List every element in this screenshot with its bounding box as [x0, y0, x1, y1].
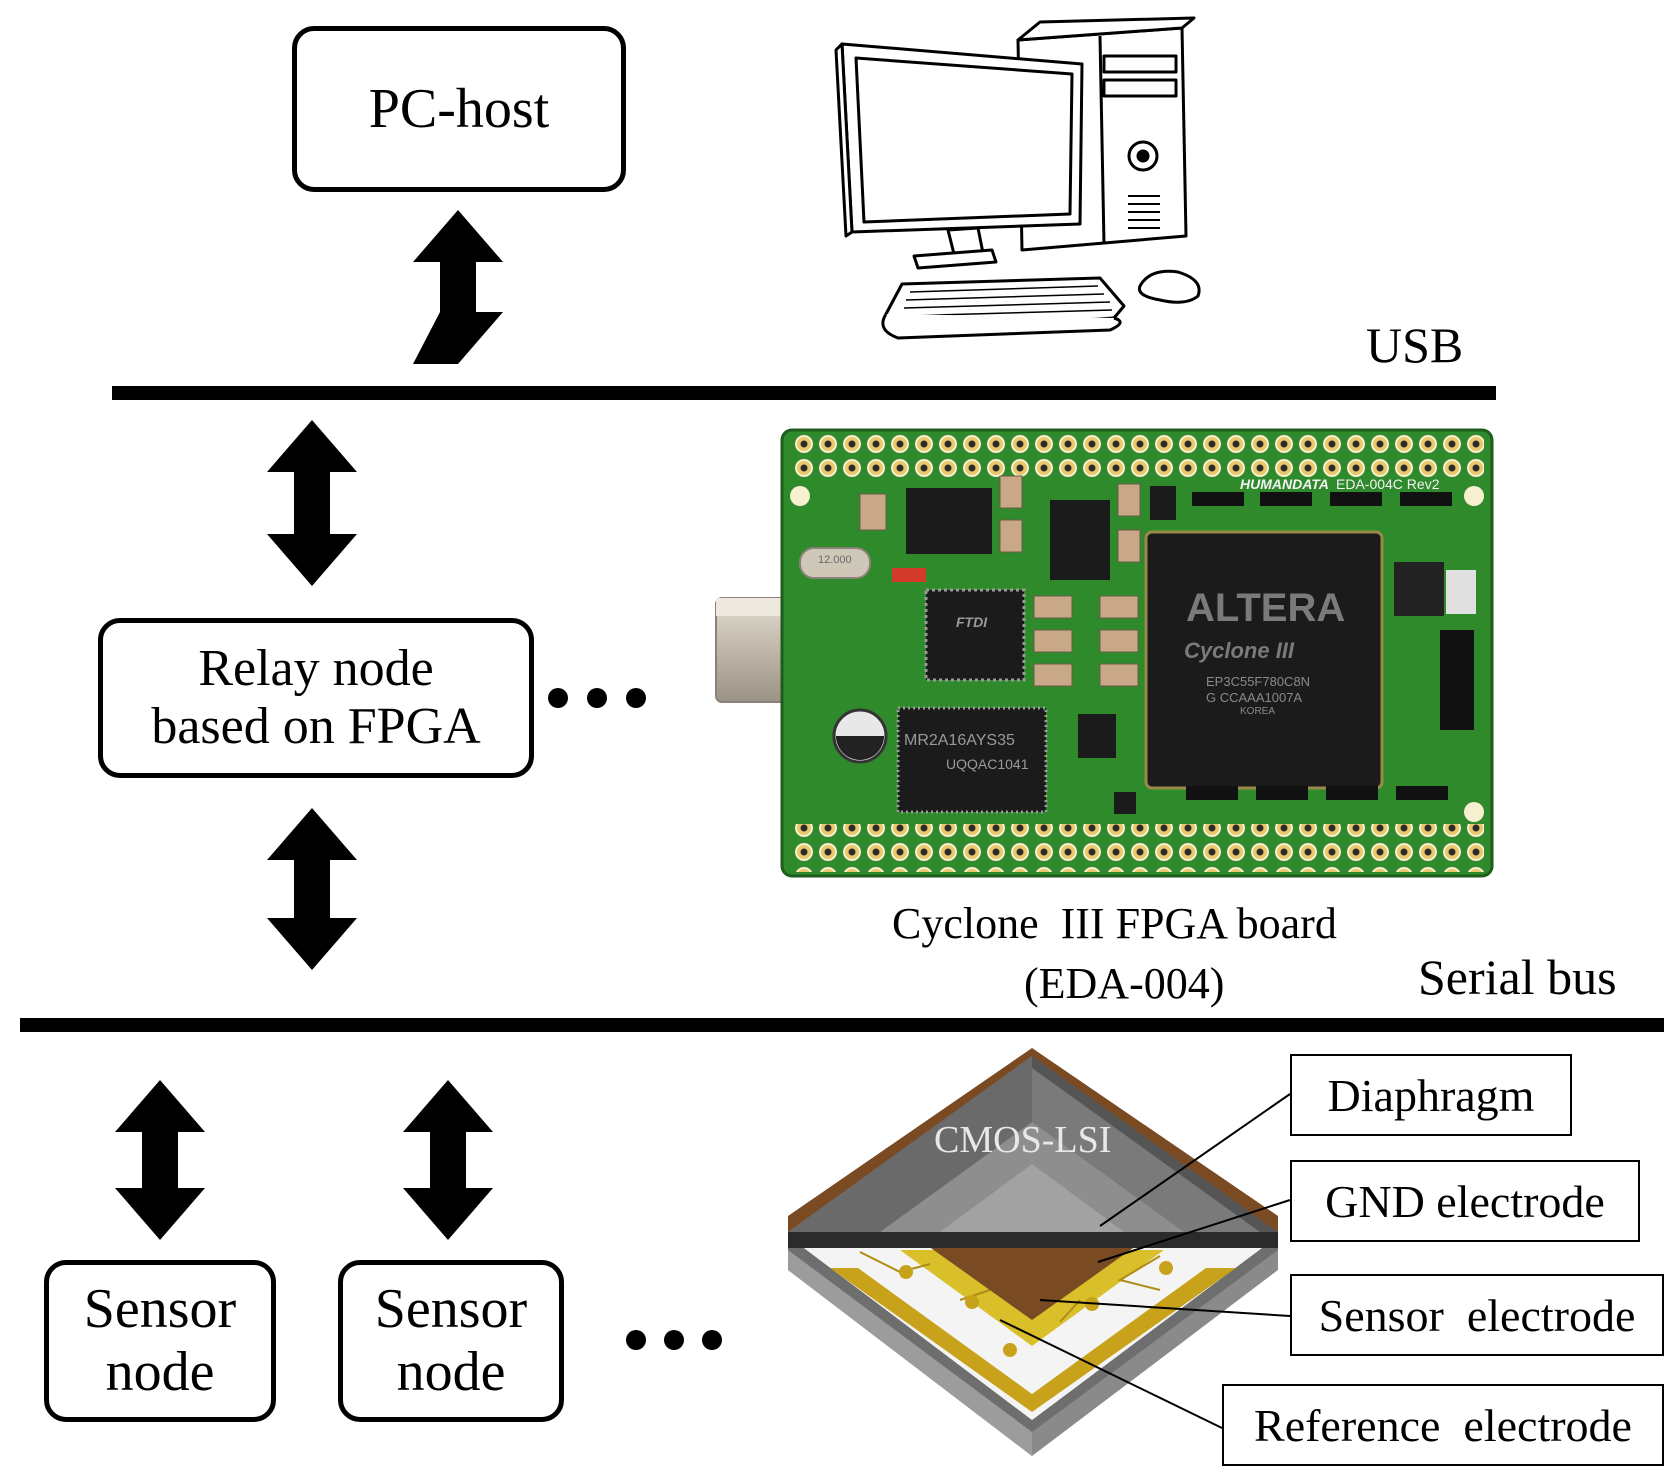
fpga-chip-part: EP3C55F780C8N — [1206, 674, 1311, 689]
sensor-ellipsis-dots — [626, 1330, 722, 1350]
relay-node-box: Relay node based on FPGA — [98, 618, 534, 778]
arrow-serial-sensor-2 — [403, 1080, 493, 1240]
diaphragm-callout: Diaphragm — [1290, 1054, 1572, 1136]
arrow-relay-serial — [267, 808, 357, 970]
arrow-usb-relay — [267, 420, 357, 586]
pc-illustration — [834, 16, 1201, 340]
sensor-node-box-1: Sensor node — [44, 1260, 276, 1422]
usb-label: USB — [1366, 317, 1464, 373]
gnd-electrode-callout: GND electrode — [1290, 1160, 1640, 1242]
pcb-model-text: EDA-004C Rev2 — [1336, 476, 1440, 492]
pc-host-box: PC-host — [292, 26, 626, 192]
relay-ellipsis-dots — [548, 688, 646, 708]
fpga-chip-origin: KOREA — [1240, 706, 1276, 717]
arrow-pc-usb — [413, 210, 503, 364]
serial-bus-label: Serial bus — [1418, 949, 1617, 1005]
relay-node-line1: Relay node — [198, 639, 434, 697]
ftdi-chip-label: FTDI — [956, 614, 988, 630]
usb-bus-line — [112, 386, 1496, 400]
sensor-node-box-2: Sensor node — [338, 1260, 564, 1422]
relay-node-line2: based on FPGA — [151, 698, 481, 755]
cmos-lsi-label: CMOS-LSI — [934, 1119, 1112, 1161]
arrow-serial-sensor-1 — [115, 1080, 205, 1240]
fpga-chip-family: Cyclone III — [1184, 638, 1295, 663]
fpga-board-caption-line1: Cyclone III FPGA board — [892, 899, 1337, 948]
sensor-electrode-callout: Sensor electrode — [1290, 1274, 1664, 1356]
sram-lot-label: UQQAC1041 — [946, 756, 1029, 772]
reference-electrode-callout: Reference electrode — [1222, 1384, 1664, 1466]
fpga-board-caption-line2: (EDA-004) — [1024, 959, 1225, 1008]
sensor-node-2-line1: Sensor — [374, 1278, 528, 1341]
sensor-node-1-line2: node — [105, 1341, 215, 1403]
sram-chip — [896, 706, 1048, 814]
ftdi-chip — [924, 588, 1026, 682]
sensor-chip-illustration — [788, 1048, 1291, 1456]
crystal-label: 12.000 — [818, 554, 852, 566]
fpga-board-photo — [715, 428, 1494, 878]
fpga-chip-logo: ALTERA — [1186, 586, 1346, 630]
fpga-chip-lot: G CCAAA1007A — [1206, 690, 1303, 705]
serial-bus-line — [20, 1018, 1664, 1032]
sram-part-label: MR2A16AYS35 — [904, 732, 1015, 749]
pc-host-label: PC-host — [368, 77, 550, 140]
pcb-brand-text: HUMANDATA — [1240, 476, 1329, 492]
sensor-node-2-line2: node — [396, 1341, 506, 1403]
sensor-node-1-line1: Sensor — [83, 1278, 237, 1341]
